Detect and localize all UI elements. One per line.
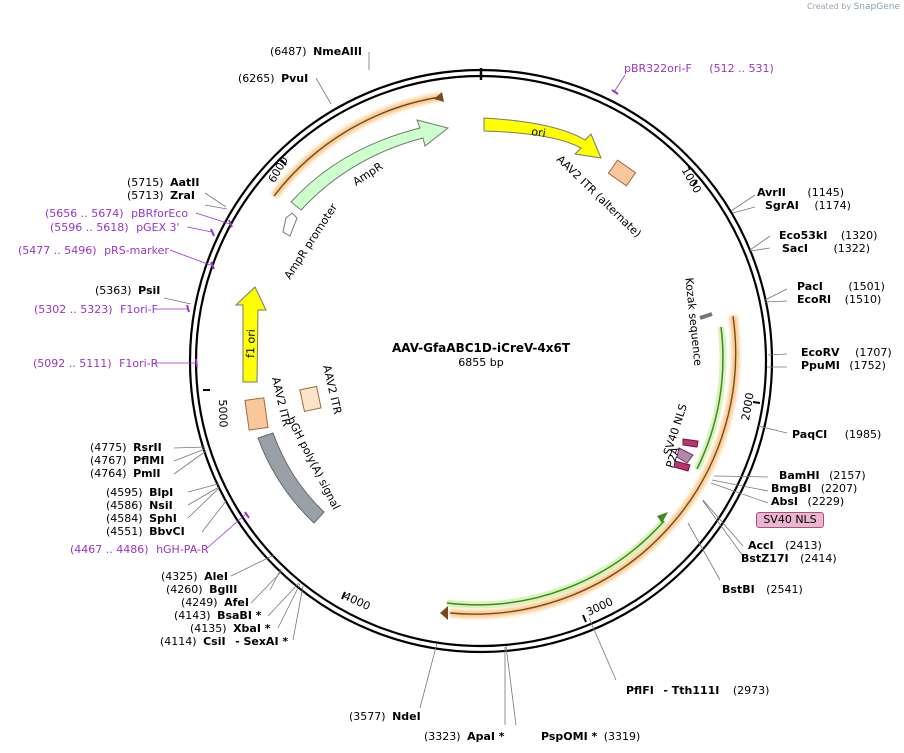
tick-label-4000: 4000 <box>341 589 372 613</box>
ampr-line <box>273 96 441 197</box>
site-pmli: (4764) PmlI <box>90 467 160 480</box>
sv40-nls-1-feature <box>682 438 699 448</box>
crev-arrowhead <box>440 606 448 620</box>
ampr-arc-arrowhead <box>434 92 444 102</box>
icre-arrowhead <box>657 512 668 523</box>
site-bglii: (4260) BglII <box>166 583 237 596</box>
p2a-label: P2A <box>664 445 683 470</box>
primer-f1ori-r: (5092 .. 5111) F1ori-R <box>33 357 159 370</box>
ampr-promoter-feature <box>282 212 298 237</box>
site-csii: (4114) CsiI - SexAI * <box>160 635 288 648</box>
ampr-feature <box>290 119 450 211</box>
site-pvui: (6265) PvuI <box>238 72 308 85</box>
primer-pgex3: (5596 .. 5618) pGEX 3' <box>50 221 180 234</box>
snapgene-credit: Created by SnapGene <box>807 2 900 12</box>
ori-feature <box>483 117 602 159</box>
kozak-feature <box>699 312 713 320</box>
site-nsii: (4586) NsiI <box>106 499 173 512</box>
crev-line <box>449 315 737 615</box>
primer-prs-marker: (5477 .. 5496) pRS-marker <box>18 244 169 257</box>
site-bsabi: (4143) BsaBI * <box>174 609 262 622</box>
site-pflfi: PflFI - Tth111I (2973) <box>626 684 769 697</box>
site-avrii: AvrII (1145) <box>757 186 844 199</box>
site-eco53ki: Eco53kI (1320) <box>779 229 877 242</box>
primer-hgh-pa-r: (4467 .. 4486) hGH-PA-R <box>70 543 209 556</box>
primer-f1ori-f: (5302 .. 5323) F1ori-F <box>34 303 158 316</box>
site-acci: AccI (2413) <box>748 539 822 552</box>
primer-pbrforeco: (5656 .. 5674) pBRforEco <box>45 207 188 220</box>
icre-line-1 <box>696 326 724 470</box>
f1ori-label: f1 ori <box>244 329 258 358</box>
site-absi: AbsI (2229) <box>771 495 844 508</box>
ori-label: ori <box>531 125 547 140</box>
itr-alt-label: AAV2 ITR (alternate) <box>554 153 644 240</box>
site-leader-lines <box>163 52 788 726</box>
primer-labels: pBR322ori-F (512 .. 531) (5656 .. 5674) … <box>18 62 774 556</box>
site-paqci: PaqCI (1985) <box>792 428 881 441</box>
site-pflmi: (4767) PflMI <box>90 454 164 467</box>
itr-left-feature <box>244 397 269 431</box>
sv40-nls-2-feature <box>673 460 691 472</box>
plasmid-size: 6855 bp <box>458 356 503 369</box>
ampr-promoter-label: AmpR promoter <box>282 201 341 282</box>
site-saci: SacI (1322) <box>782 242 870 255</box>
site-ppumi: PpuMI (1752) <box>801 359 886 372</box>
site-alei: (4325) AleI <box>161 570 228 583</box>
site-bstz17i: BstZ17I (2414) <box>741 552 837 565</box>
site-ndei: (3577) NdeI <box>349 710 421 723</box>
site-pspomi: PspOMI * (3319) <box>541 730 640 743</box>
site-paci: PacI (1501) <box>797 280 885 293</box>
site-ecori: EcoRI (1510) <box>797 293 881 306</box>
sv40-nls-2-label: SV40 NLS <box>756 512 824 528</box>
site-bbvci: (4551) BbvCI <box>106 525 185 538</box>
site-zrai: (5713) ZraI <box>127 189 195 202</box>
icre-line-2 <box>446 520 665 606</box>
hgh-feature <box>257 432 325 524</box>
itr-inner-feature <box>299 385 322 413</box>
tick-label-5000: 5000 <box>216 399 230 427</box>
restriction-site-labels: (6487) NmeAIII (6265) PvuI (5715) AatII … <box>90 45 892 743</box>
plasmid-name: AAV-GfaABC1D-iCreV-4x6T <box>392 341 571 355</box>
primer-pbr322ori-f: pBR322ori-F (512 .. 531) <box>624 62 774 75</box>
scale-ticks <box>203 159 761 623</box>
tick-label-2000: 2000 <box>739 392 757 422</box>
site-nmeaiii: (6487) NmeAIII <box>270 45 362 58</box>
credit-prefix: Created by <box>807 2 852 11</box>
credit-brand: SnapGene <box>853 2 900 12</box>
kozak-label: Kozak sequence <box>682 277 704 367</box>
itr-alt-feature <box>607 159 637 187</box>
site-sphi: (4584) SphI <box>106 512 177 525</box>
site-xbai: (4135) XbaI * <box>190 622 271 635</box>
site-bmgbi: BmgBI (2207) <box>771 482 857 495</box>
site-ecorv: EcoRV (1707) <box>801 346 892 359</box>
p2a-feature <box>676 447 694 464</box>
f1ori-feature <box>234 286 267 383</box>
site-rsrii: (4775) RsrII <box>90 441 162 454</box>
site-psii: (5363) PsiI <box>95 284 160 297</box>
site-blpi: (4595) BlpI <box>106 486 173 499</box>
itr-inner-label: AAV2 ITR <box>320 364 344 416</box>
site-sgrai: SgrAI (1174) <box>765 199 851 212</box>
primer-leader-lines <box>155 74 626 550</box>
primer-marks <box>186 89 619 519</box>
site-bamhi: BamHI (2157) <box>779 469 866 482</box>
site-bstbi: BstBI (2541) <box>722 583 803 596</box>
site-aatii: (5715) AatII <box>127 176 199 189</box>
site-apai: (3323) ApaI * <box>424 730 505 743</box>
site-afei: (4249) AfeI <box>181 596 249 609</box>
